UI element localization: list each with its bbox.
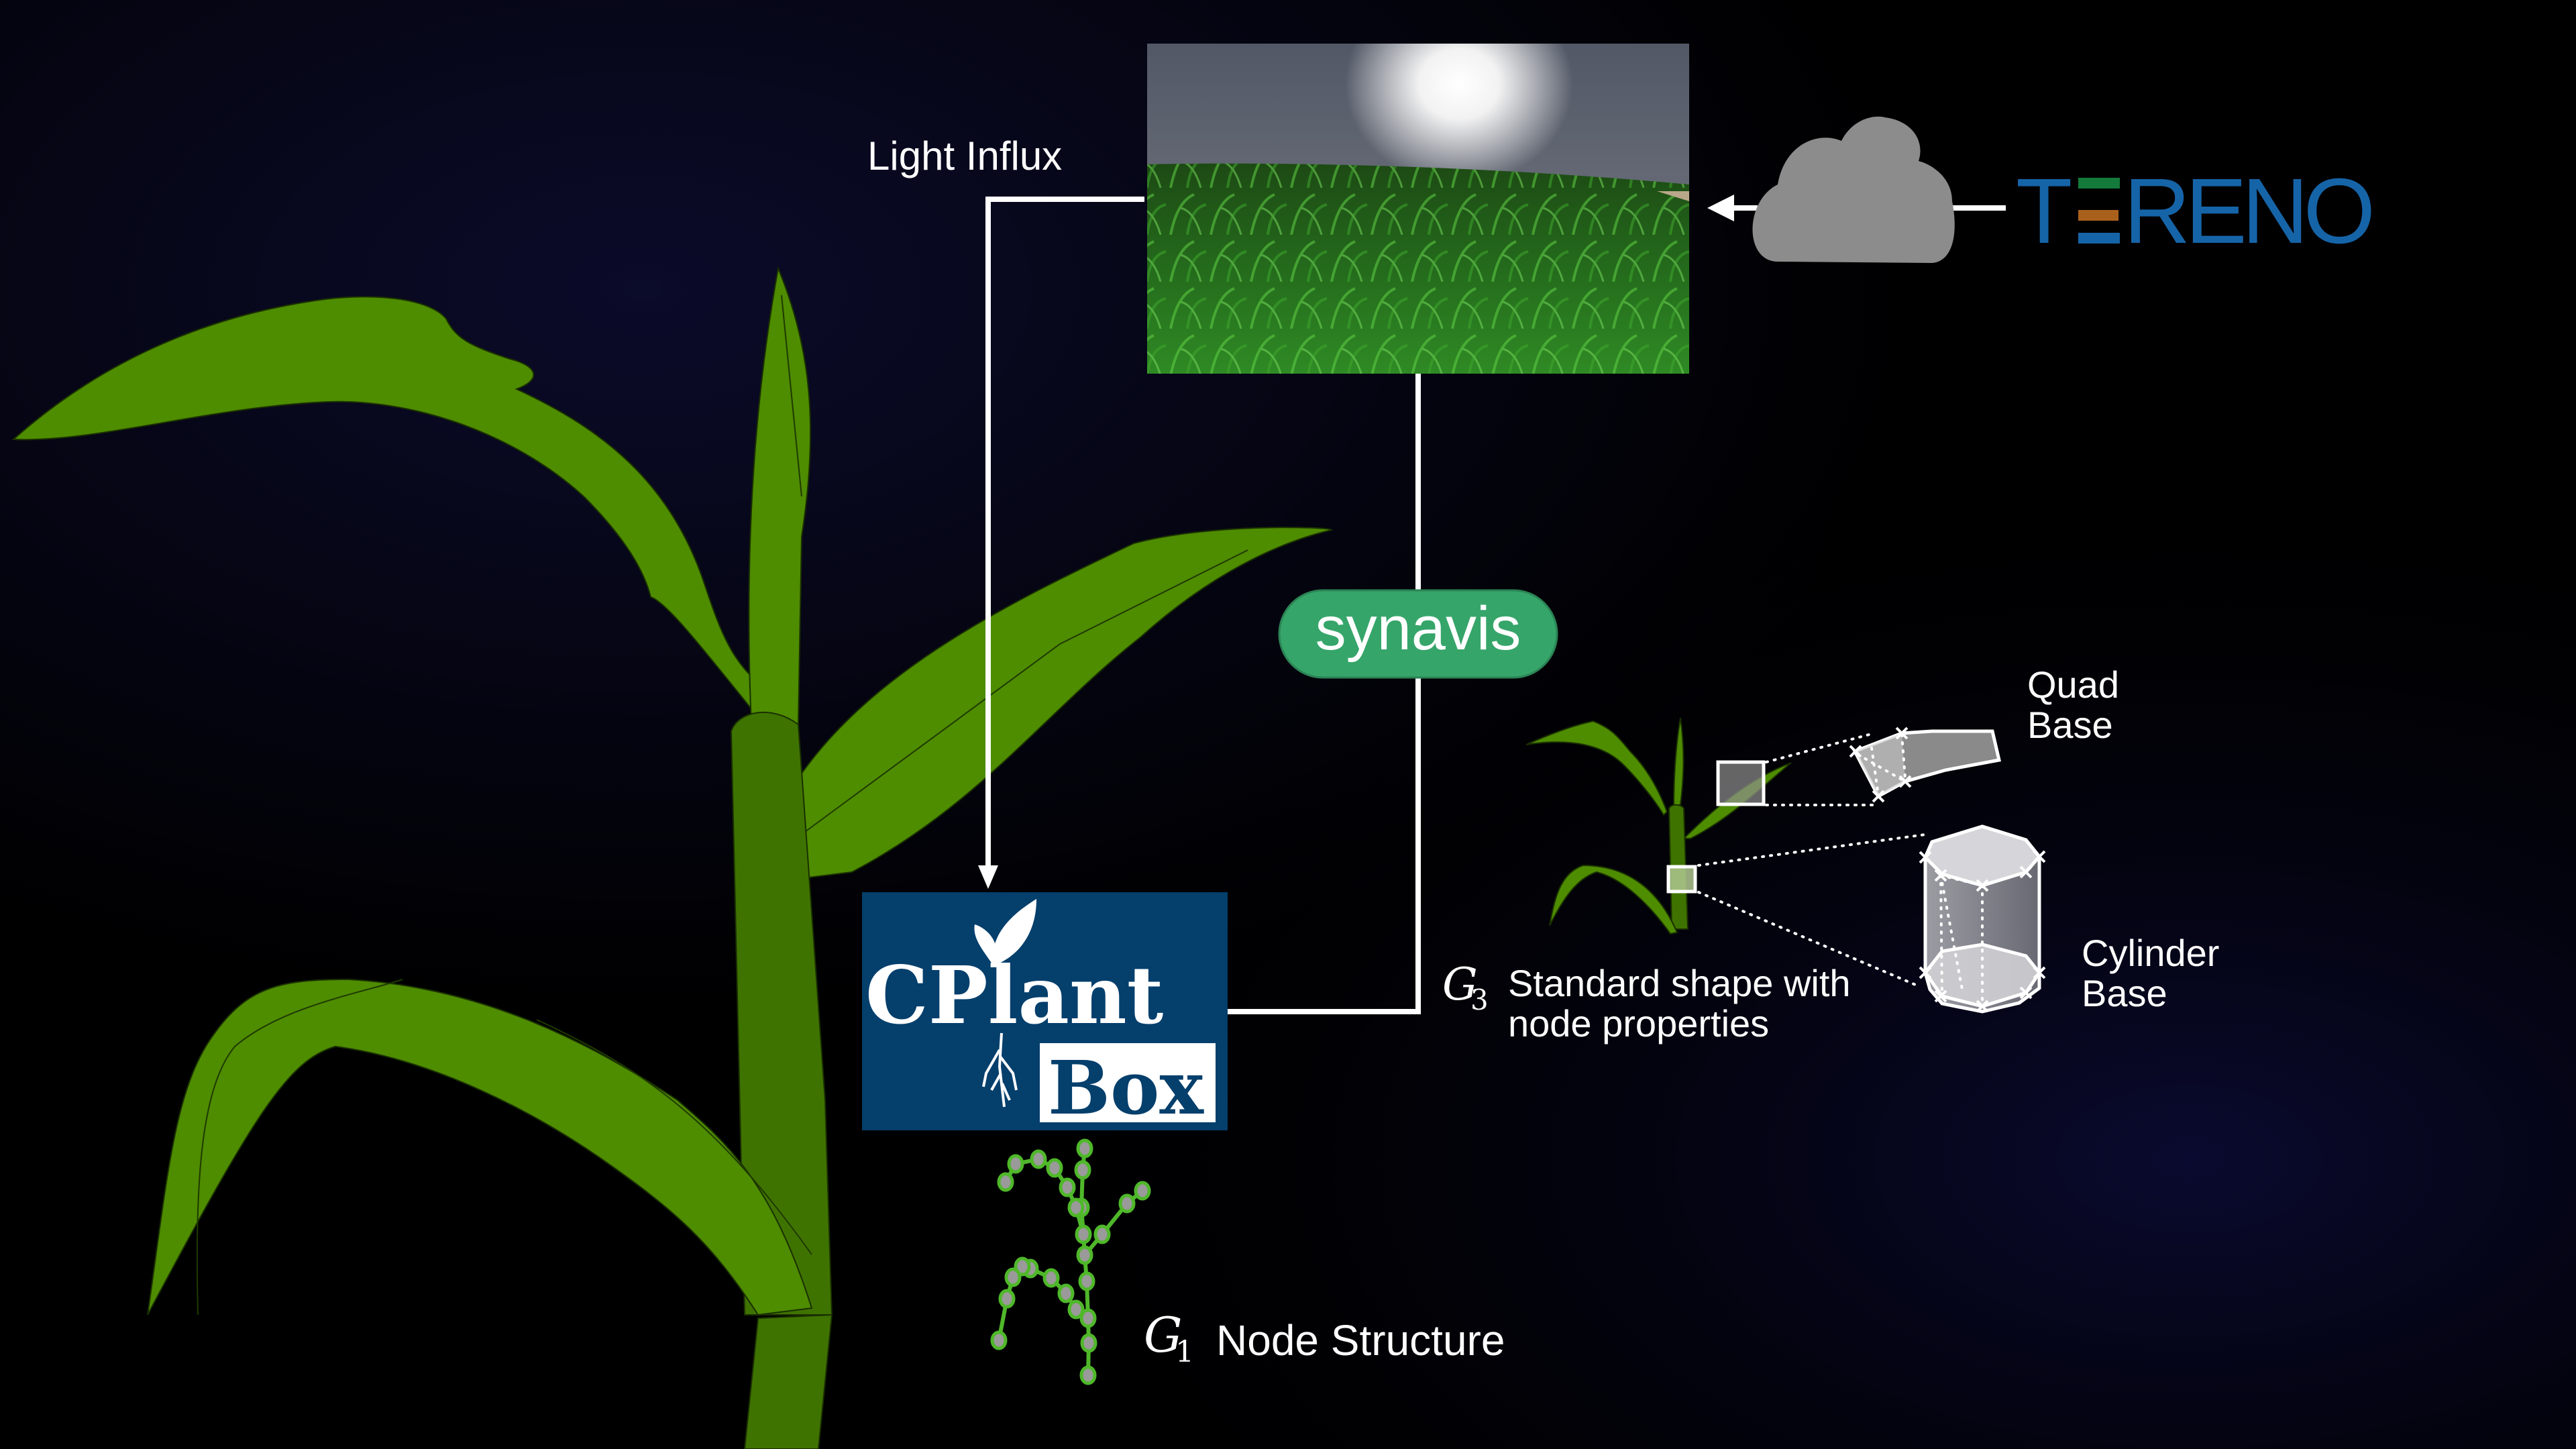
graph-node <box>1134 1181 1151 1201</box>
vertex-marker <box>1976 1000 1989 1013</box>
g1-description: Node Structure <box>1216 1316 1505 1364</box>
graph-node <box>1118 1193 1136 1214</box>
graph-node <box>1079 1308 1097 1328</box>
tereno-e-bar-blue <box>2078 233 2120 244</box>
vertex-marker <box>2033 966 2046 979</box>
shape-zoom-callouts <box>1666 733 1927 987</box>
g3-symbol: G <box>1442 959 1478 1010</box>
tereno-wordmark: TERENO <box>2016 160 2378 263</box>
tereno-e-bar-green <box>2078 178 2120 189</box>
g1-subscript: 1 <box>1175 1335 1194 1369</box>
graph-node <box>1042 1268 1060 1288</box>
large-maize-plant-illustration <box>11 266 1334 1449</box>
tereno-logo: TERENO <box>2016 160 2378 263</box>
g3-description-line1: Standard shape with <box>1508 962 1851 1004</box>
cplantbox-title-line2: Box <box>1048 1044 1204 1131</box>
cylinder-zoom-box <box>1666 865 1697 894</box>
vertex-marker <box>1976 879 1989 892</box>
tereno-e-bar-brown <box>2078 210 2118 221</box>
graph-node <box>990 1330 1008 1350</box>
graph-node <box>1076 1245 1093 1265</box>
graph-node <box>1078 1271 1095 1291</box>
cloud-icon <box>1752 116 1955 263</box>
cplantbox-logo: CPlant ++ Box <box>862 892 1228 1131</box>
g3-label: G 3 Standard shape with node properties <box>1442 959 1851 1044</box>
vertex-marker <box>1919 966 1932 979</box>
graph-node <box>1079 1365 1097 1385</box>
graph-node <box>1080 1333 1097 1353</box>
light-influx-connector <box>985 197 1144 872</box>
graph-node <box>1093 1224 1111 1244</box>
graph-node <box>998 1289 1016 1309</box>
graph-node <box>1046 1158 1063 1178</box>
cylinder-base-shape <box>1919 824 2046 1014</box>
vertex-marker <box>1934 989 1947 1003</box>
graph-node <box>1075 1224 1092 1244</box>
synavis-badge: synavis <box>1278 589 1558 679</box>
g1-symbol: G <box>1144 1307 1183 1363</box>
graph-node <box>1067 1299 1085 1320</box>
synavis-to-cplantbox-connector <box>1228 678 1421 1014</box>
vertex-marker <box>2033 850 2046 863</box>
g3-description-line2: node properties <box>1508 1002 1769 1044</box>
g1-node-structure-graph <box>990 1138 1151 1385</box>
synavis-label: synavis <box>1316 594 1521 663</box>
graph-node <box>1067 1197 1085 1218</box>
field-simulation-render <box>1147 44 1689 374</box>
cplantbox-title-line1: CPlant <box>865 949 1163 1042</box>
g1-label: G 1 Node Structure <box>1144 1307 1505 1369</box>
graph-node <box>1007 1154 1024 1174</box>
graph-node <box>1030 1149 1047 1169</box>
arrow-down-icon <box>978 865 998 889</box>
vertex-marker <box>2019 986 2033 1000</box>
root-icon <box>982 1032 1018 1108</box>
graph-node <box>997 1172 1014 1192</box>
cplantbox-cpp-mark: ++ <box>896 987 925 1008</box>
quad-base-label-line1: Quad <box>2027 663 2119 706</box>
g3-subscript: 3 <box>1470 983 1489 1016</box>
vertex-marker <box>2019 865 2033 879</box>
graph-node <box>1076 1138 1093 1159</box>
quad-zoom-box <box>1716 760 1766 806</box>
light-influx-label: Light Influx <box>867 133 1062 178</box>
cylinder-base-label-line1: Cylinder <box>2082 932 2219 974</box>
graph-node <box>1057 1283 1075 1303</box>
graph-node <box>1074 1160 1091 1180</box>
quad-base-shape <box>1849 727 2002 803</box>
leaf-icon <box>974 899 1036 966</box>
node-edge <box>1083 1189 1144 1256</box>
arrow-left-icon <box>1707 195 1734 221</box>
cylinder-base-label-line2: Base <box>2082 972 2167 1014</box>
quad-base-label-line2: Base <box>2027 704 2113 746</box>
vertex-marker <box>1919 851 1932 864</box>
vertex-marker <box>1934 869 1947 882</box>
connectors <box>978 195 2006 1014</box>
graph-node <box>1059 1177 1076 1197</box>
graph-node <box>1004 1267 1022 1287</box>
